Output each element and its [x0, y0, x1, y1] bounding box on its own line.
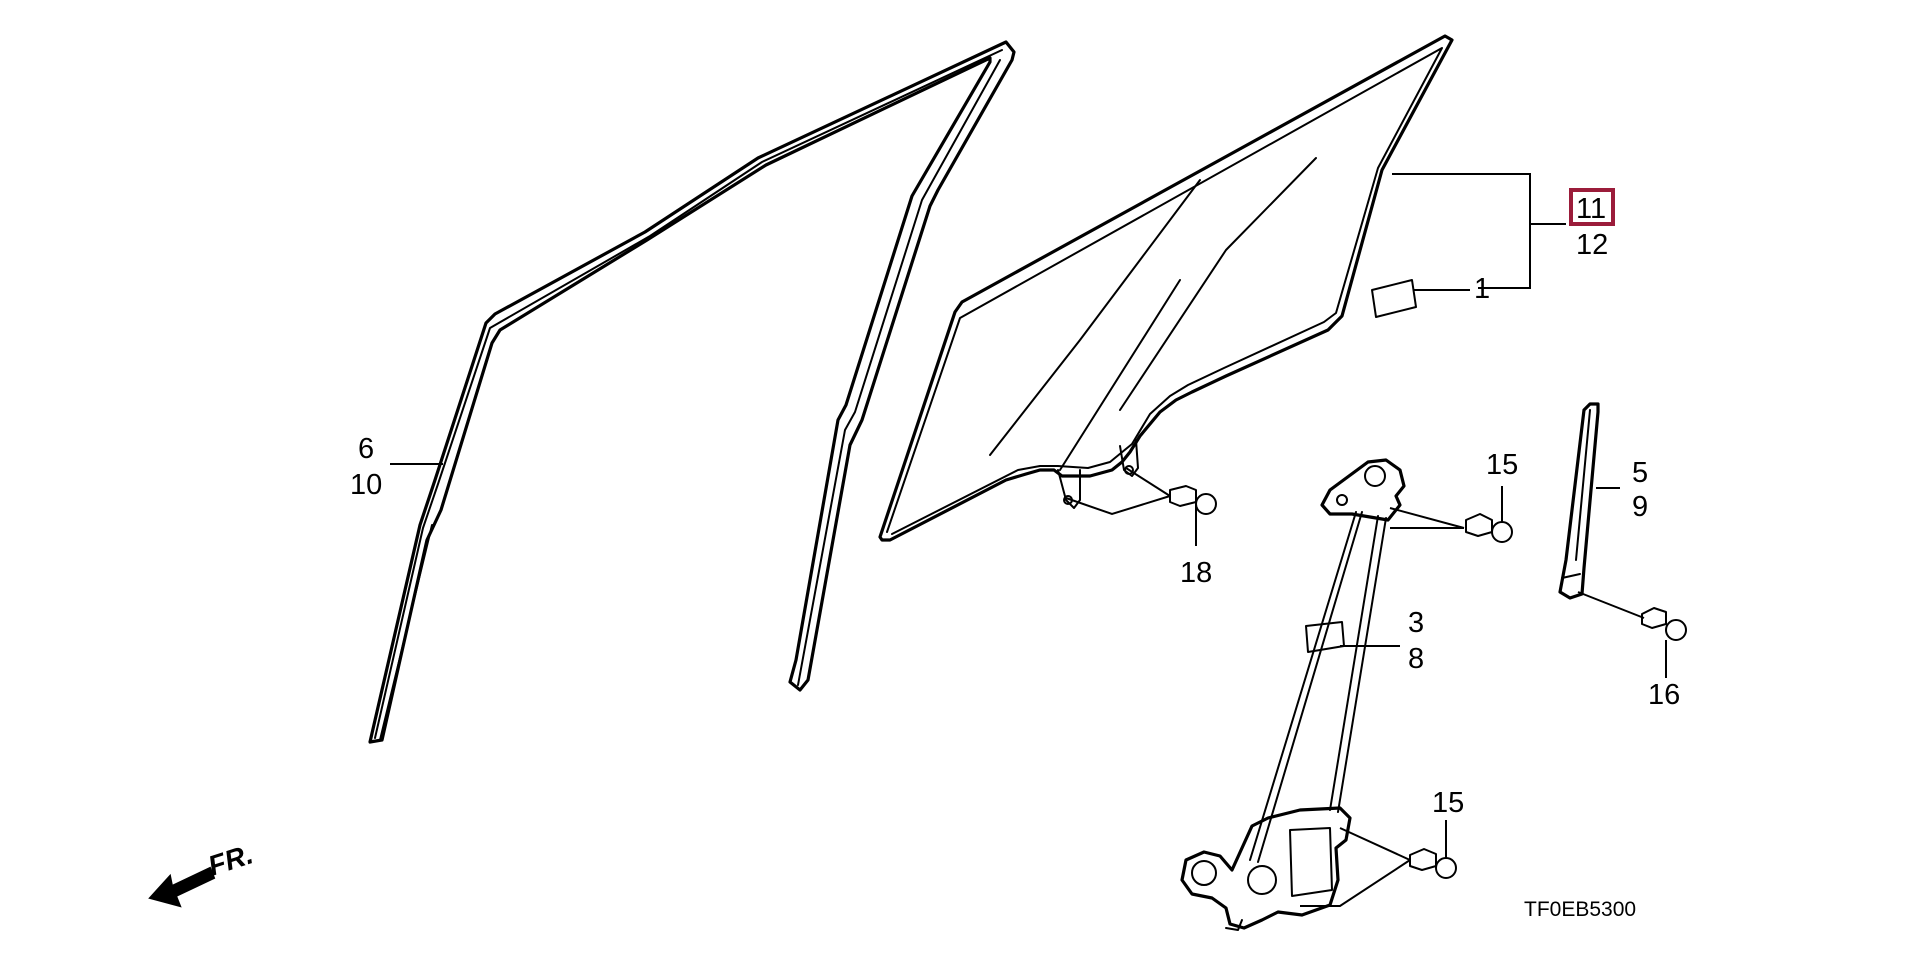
label-sticker-part [1371, 279, 1417, 318]
bolt-16-part[interactable] [1641, 607, 1687, 641]
direction-label: FR. [204, 838, 256, 881]
rear-channel-part[interactable] [1558, 402, 1600, 600]
callout-8[interactable]: 8 [1408, 643, 1424, 675]
door-glass-part[interactable] [878, 34, 1454, 542]
callout-11[interactable]: 11 [1576, 193, 1606, 225]
callout-15-upper[interactable]: 15 [1486, 449, 1518, 481]
run-channel-part[interactable] [368, 40, 1016, 744]
drawing-code: TF0EB5300 [1524, 898, 1636, 921]
front-direction-arrow: FR. [148, 838, 257, 908]
bolt-18-part[interactable] [1169, 485, 1217, 515]
callout-5[interactable]: 5 [1632, 457, 1648, 489]
callout-6[interactable]: 6 [358, 433, 374, 465]
callout-18[interactable]: 18 [1180, 557, 1212, 589]
callout-12[interactable]: 12 [1576, 229, 1608, 261]
bolt-15-upper-part[interactable] [1465, 513, 1513, 543]
bolt-15-lower-part[interactable] [1409, 848, 1457, 879]
leader-lines [390, 173, 1667, 907]
callout-1[interactable]: 1 [1474, 273, 1490, 305]
callout-10[interactable]: 10 [350, 469, 382, 501]
callout-15-lower[interactable]: 15 [1432, 787, 1464, 819]
highlight-box [1569, 188, 1615, 226]
window-regulator-part[interactable] [1180, 458, 1406, 931]
callout-3[interactable]: 3 [1408, 607, 1424, 639]
callout-9[interactable]: 9 [1632, 491, 1648, 523]
arrow-icon [148, 866, 216, 908]
callout-16[interactable]: 16 [1648, 679, 1680, 711]
